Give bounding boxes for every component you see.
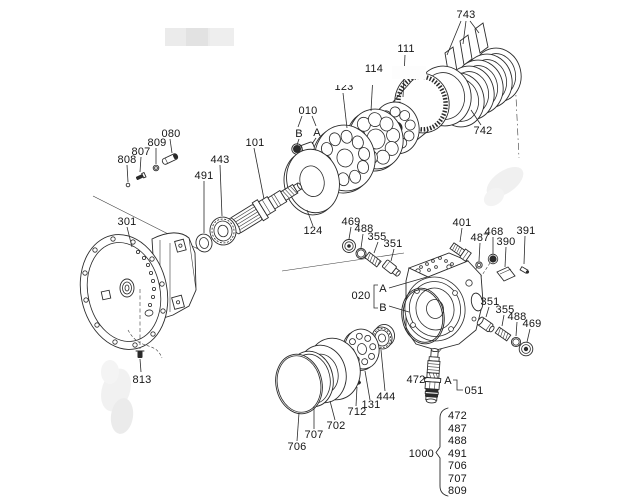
- label-469-left: 469: [342, 216, 361, 228]
- part-355-spring-right: [494, 326, 512, 342]
- label-488-left: 488: [355, 223, 374, 235]
- label-020: 020: [352, 290, 371, 302]
- label-020-b: B: [379, 302, 387, 314]
- kit-item-707: 707: [448, 473, 467, 485]
- leader-lines: [126, 20, 531, 442]
- part-487-oring: [475, 261, 483, 269]
- seal-kit-list: 1000 472 487 488 491 706 707 809: [409, 407, 467, 497]
- label-355-right: 355: [496, 304, 515, 316]
- part-491-seal: [195, 233, 213, 253]
- part-391-screw: [519, 266, 530, 274]
- label-351-left: 351: [384, 238, 403, 250]
- part-809-ring: [152, 164, 160, 172]
- part-488-oring-right: [510, 336, 522, 348]
- part-443-bearing: [209, 216, 237, 246]
- part-468-nut: [487, 253, 499, 265]
- label-743: 743: [457, 9, 476, 21]
- part-080-pin: [161, 153, 179, 165]
- part-807-bolt: [135, 171, 147, 180]
- part-808-ball: [125, 182, 131, 188]
- label-808: 808: [118, 154, 137, 166]
- kit-item-706: 706: [448, 460, 467, 472]
- kit-item-487: 487: [448, 423, 467, 435]
- part-706-cover-ring: [275, 353, 323, 415]
- part-301-flange-housing: [79, 232, 197, 359]
- label-391: 391: [517, 225, 536, 237]
- label-020-a: A: [379, 283, 387, 295]
- label-807: 807: [132, 146, 151, 158]
- label-355-left: 355: [368, 231, 387, 243]
- label-468: 468: [485, 226, 504, 238]
- label-809: 809: [148, 137, 167, 149]
- label-813: 813: [133, 374, 152, 386]
- label-051: 051: [465, 385, 484, 397]
- kit-item-491: 491: [448, 448, 467, 460]
- part-401-bolt: [449, 242, 472, 262]
- label-707: 707: [305, 429, 324, 441]
- label-010: 010: [299, 105, 318, 117]
- label-472: 472: [407, 374, 426, 386]
- part-351-piston-right: [476, 316, 495, 333]
- label-702: 702: [327, 420, 346, 432]
- label-124: 124: [304, 225, 323, 237]
- label-390: 390: [497, 236, 516, 248]
- part-469-plug-right: [518, 341, 534, 357]
- part-390-plate: [496, 266, 516, 282]
- label-487: 487: [471, 232, 490, 244]
- part-469-plug-left: [342, 239, 356, 253]
- label-080: 080: [162, 128, 181, 140]
- label-488-right: 488: [508, 311, 527, 323]
- label-010-b: B: [295, 128, 303, 140]
- part-472-relief-valve: [424, 348, 442, 404]
- scan-artifacts: [101, 28, 524, 434]
- label-111: 111: [397, 43, 414, 55]
- part-488-oring-left: [355, 248, 367, 259]
- label-472-a: A: [444, 375, 452, 387]
- label-401: 401: [453, 217, 472, 229]
- label-351-right: 351: [481, 296, 500, 308]
- part-020b-oring: [401, 287, 445, 345]
- part-813-plug: [135, 289, 145, 358]
- label-443: 443: [211, 154, 230, 166]
- part-124-washer: [283, 148, 340, 216]
- label-491: 491: [195, 170, 214, 182]
- part-020-housing: [404, 252, 484, 351]
- label-444: 444: [377, 391, 396, 403]
- part-355-spring-left: [364, 251, 382, 268]
- label-712: 712: [348, 406, 367, 418]
- part-101-drive-shaft: [228, 182, 303, 235]
- label-131: 131: [362, 399, 381, 411]
- label-706: 706: [288, 441, 307, 453]
- label-010-a: A: [313, 127, 321, 139]
- kit-item-472: 472: [448, 410, 467, 422]
- label-469-right: 469: [523, 318, 542, 330]
- label-301: 301: [118, 216, 137, 228]
- label-101: 101: [246, 137, 265, 149]
- kit-item-488: 488: [448, 435, 467, 447]
- label-1000: 1000: [409, 448, 434, 460]
- part-351-piston-left: [382, 259, 401, 277]
- kit-item-809: 809: [448, 485, 467, 497]
- label-742: 742: [474, 125, 493, 137]
- callout-labels: 743 742 111 114 123 010 B A 080 809 807 …: [118, 9, 542, 453]
